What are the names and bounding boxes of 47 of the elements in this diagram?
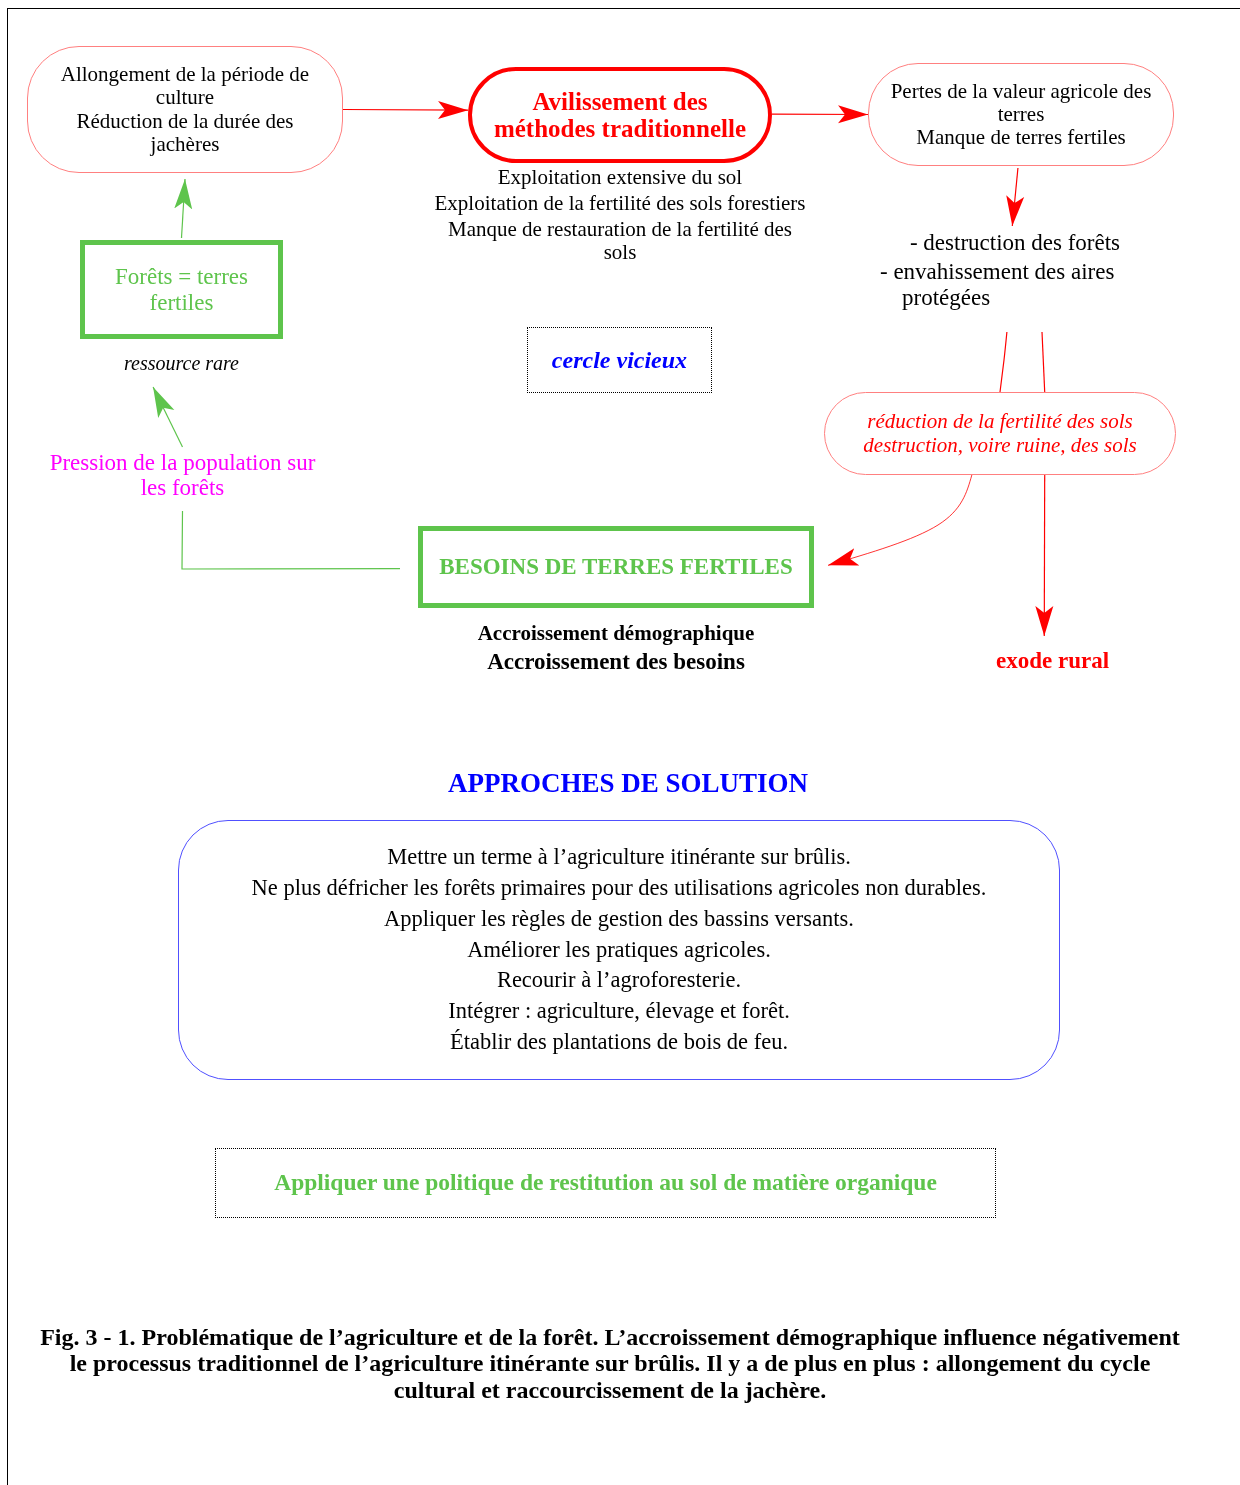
caption-text: Exploitation extensive du sol — [496, 166, 744, 190]
node-text: réduction de la fertilité des sols — [867, 410, 1133, 434]
node-text: Recourir à l’agroforesterie. — [496, 966, 742, 995]
arrow — [342, 101, 469, 120]
arrow — [152, 386, 184, 448]
figure-caption: Fig. 3 - 1. Problématique de l’agriculture et de la forêt. L’accroissement démographique influence négativement le processus traditionnel de l’agriculture itinérante sur brûlis. Il y a de plus en plus : allongement du cycle cultural et raccourcissement de la jachère. — [40, 1324, 1180, 1404]
node-text: Manque de terres fertiles — [916, 126, 1126, 150]
process-box — [80, 240, 283, 339]
node-text: - destruction des forêts — [909, 230, 1121, 256]
node-text: Établir des plantations de bois de feu. — [449, 1028, 788, 1057]
arrow — [174, 178, 193, 239]
rounded-box — [468, 67, 772, 163]
arrow — [771, 105, 869, 124]
node-text: destruction, voire ruine, des sols — [863, 433, 1137, 457]
caption-text: Accroissement démographique — [476, 622, 756, 646]
rounded-box — [868, 63, 1174, 166]
section-heading: APPROCHES DE SOLUTION — [446, 768, 810, 799]
caption-text: Accroissement des besoins — [486, 649, 746, 675]
arrow — [1035, 474, 1054, 637]
node-text: Intégrer : agriculture, élevage et forêt. — [448, 997, 790, 1026]
node-text: - envahissement des aires protégées — [880, 259, 1116, 310]
caption-text: Exploitation de la fertilité des sols forestiers — [433, 192, 807, 216]
node-text: exode rural — [995, 648, 1110, 674]
node-text: Pression de la population sur les forêts — [48, 449, 317, 501]
process-box — [418, 526, 814, 608]
dotted-box — [527, 327, 712, 393]
node-text: Ne plus défricher les forêts primaires pour des utilisations agricoles non durables. — [251, 873, 987, 902]
connector-line — [1041, 331, 1046, 393]
arrow — [1006, 167, 1025, 227]
node-text: Réduction de la durée des jachères — [75, 109, 295, 156]
caption-text: ressource rare — [123, 352, 240, 374]
node-text: Avilissement des méthodes traditionnelle — [492, 87, 748, 143]
connector-line — [181, 510, 401, 570]
node-text: Mettre un terme à l’agriculture itinérante sur brûlis. — [387, 843, 851, 872]
dotted-box — [215, 1148, 996, 1218]
caption-text: Manque de restauration de la fertilité des sols — [447, 218, 793, 265]
node-text: cercle vicieux — [551, 346, 688, 374]
node-text: Améliorer les pratiques agricoles. — [467, 935, 771, 964]
node-text: Pertes de la valeur agricole des terres — [889, 79, 1153, 127]
node-text: Forêts = terres fertiles — [113, 264, 250, 315]
node-text: BESOINS DE TERRES FERTILES — [439, 554, 793, 580]
rounded-box — [178, 820, 1060, 1080]
connector-line — [999, 331, 1008, 393]
node-text: Allongement de la période de culture — [59, 63, 311, 110]
node-text: Appliquer les règles de gestion des bassins versants. — [384, 904, 854, 933]
node-text: Appliquer une politique de restitution au sol de matière organique — [274, 1170, 937, 1196]
rounded-box — [27, 46, 343, 173]
